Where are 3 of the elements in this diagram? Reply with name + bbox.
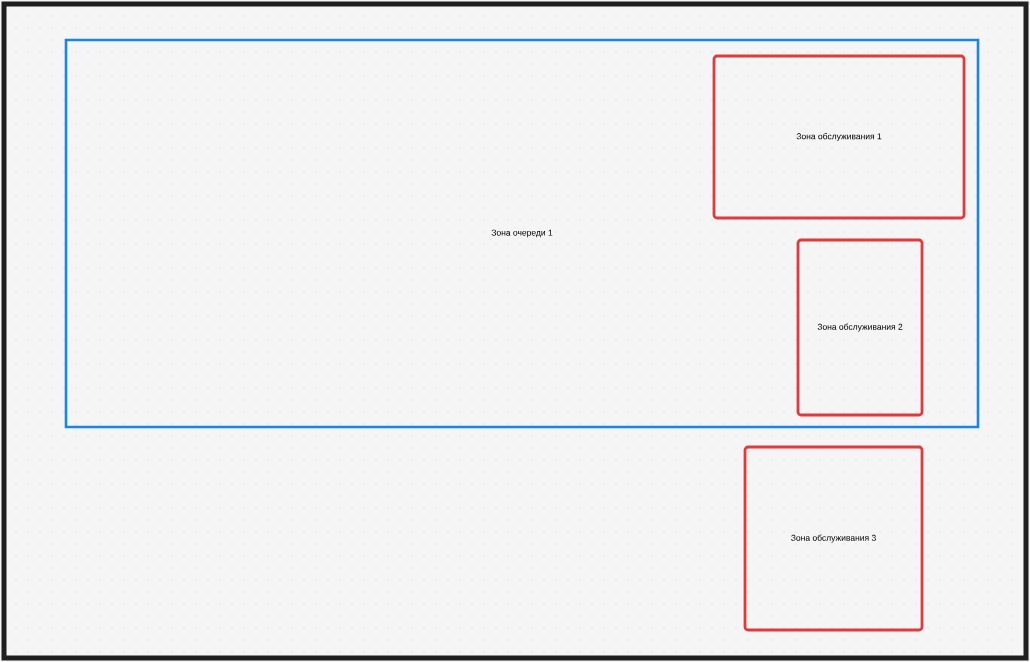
service-zone-box: Зона обслуживания 3 <box>743 445 924 632</box>
service-zone-box: Зона обслуживания 2 <box>796 238 924 417</box>
service-zone-box: Зона обслуживания 1 <box>712 54 966 220</box>
